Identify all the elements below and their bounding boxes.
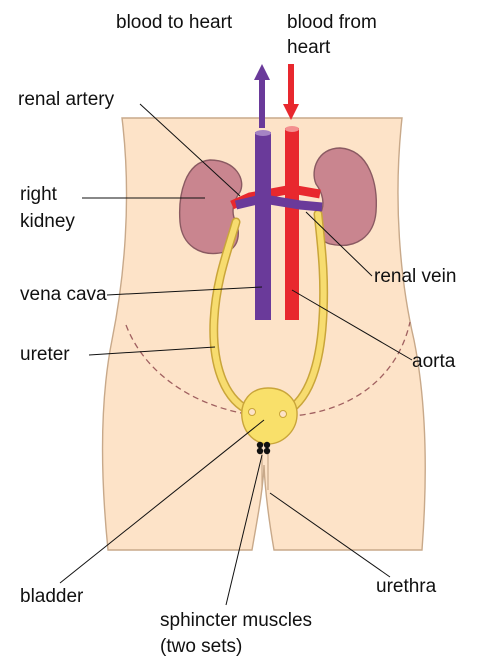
label-right-kidney-line2: kidney (20, 211, 75, 232)
label-sphincter-muscles-line1: sphincter muscles (160, 610, 312, 631)
label-right-kidney-line1: right (20, 184, 58, 205)
vena-cava-vessel (255, 132, 271, 320)
label-sphincter-muscles-line2: (two sets) (160, 636, 242, 657)
aorta-top (285, 126, 299, 132)
label-blood-from-heart-line1: blood from (287, 12, 377, 33)
ureter-opening-right (280, 411, 287, 418)
aorta-vessel (285, 128, 299, 320)
renal-artery-right (297, 190, 320, 194)
bladder (242, 388, 297, 444)
renal-vein-left (236, 200, 257, 205)
label-blood-to-heart: blood to heart (116, 12, 233, 33)
sphincter-dot (264, 442, 270, 448)
sphincter-dot (257, 448, 263, 454)
sphincter-dot (264, 448, 270, 454)
blood-to-heart-arrow-head (254, 64, 270, 80)
label-ureter: ureter (20, 344, 70, 365)
label-bladder: bladder (20, 586, 84, 607)
label-urethra: urethra (376, 576, 437, 597)
label-vena-cava: vena cava (20, 284, 107, 305)
label-blood-from-heart-line2: heart (287, 37, 331, 58)
sphincter-dot (257, 442, 263, 448)
label-renal-vein: renal vein (374, 266, 456, 287)
label-renal-artery: renal artery (18, 89, 115, 110)
ureter-opening-left (249, 409, 256, 416)
vena-cava-top (255, 130, 271, 136)
label-aorta: aorta (412, 351, 456, 372)
